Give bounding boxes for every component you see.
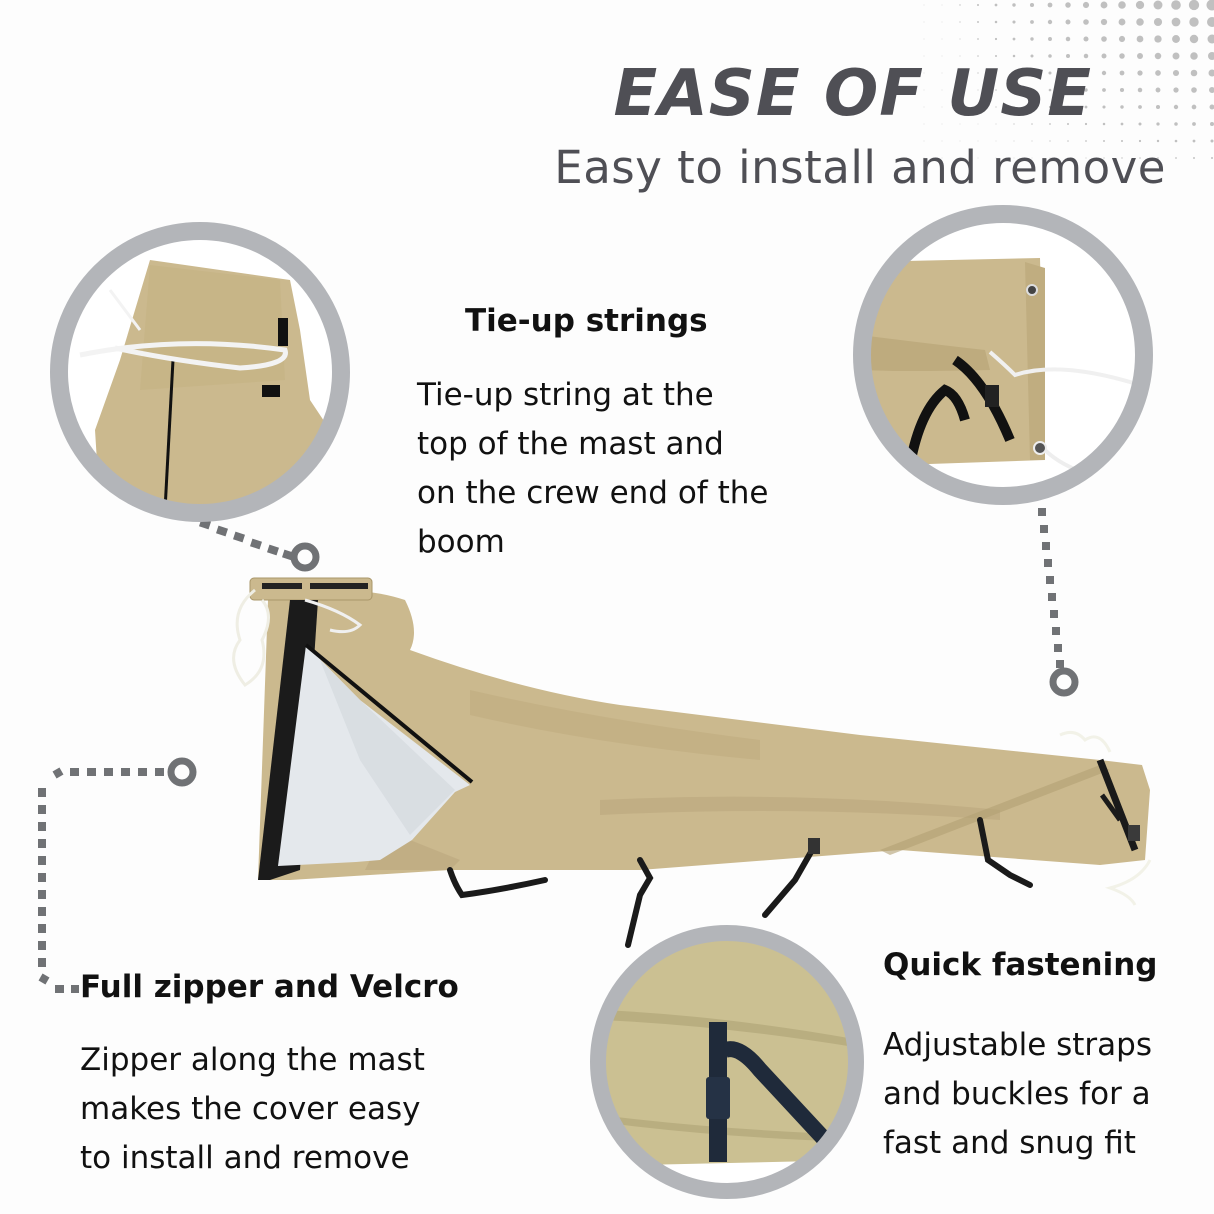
page-title: EASE OF USE: [613, 57, 1092, 131]
feature-title-tie-up-strings: Tie-up strings: [465, 303, 708, 339]
page-subtitle: Easy to install and remove: [554, 141, 1166, 194]
circle-ring: [590, 925, 864, 1199]
feature-title-quick-fastening: Quick fastening: [883, 947, 1158, 983]
connector-lines: [38, 508, 1079, 993]
feature-body-tie-up-strings: Tie-up string at the top of the mast and…: [417, 377, 769, 560]
connector-endpoint-icon: [1049, 667, 1079, 697]
feature-title-full-zipper: Full zipper and Velcro: [80, 969, 459, 1005]
halftone-dot-pattern: [923, 0, 1214, 159]
feature-body-full-zipper: Zipper along the mast makes the cover ea…: [80, 1042, 425, 1176]
detail-circle-tie-up-strings: [50, 222, 350, 522]
detail-circle-boom-end: [853, 205, 1153, 505]
connector-endpoint-icon: [167, 757, 197, 787]
circle-ring: [853, 205, 1153, 505]
feature-body-quick-fastening: Adjustable straps and buckles for a fast…: [883, 1027, 1152, 1161]
connector-tie-up-strings: [199, 518, 294, 561]
detail-circle-quick-fastening: [590, 925, 864, 1199]
connector-boom-end: [1038, 508, 1064, 668]
connector-endpoint-icon: [290, 542, 320, 572]
mast-cover: [232, 577, 1152, 948]
connector-full-zipper: [38, 757, 197, 993]
circle-ring: [50, 222, 350, 522]
